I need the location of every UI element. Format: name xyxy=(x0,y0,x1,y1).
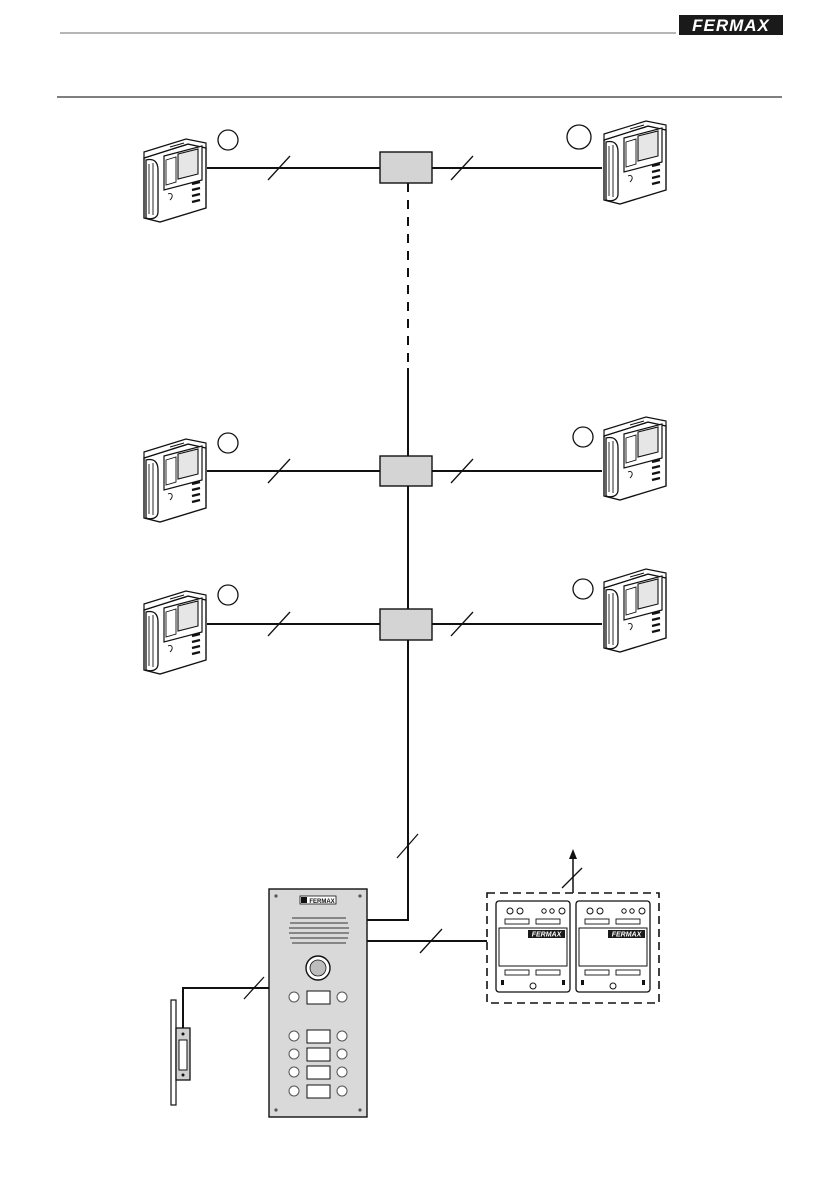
floor-wire-marks xyxy=(268,156,473,636)
monitor-top-right xyxy=(604,121,666,204)
riser-segment-to-panel xyxy=(367,640,408,920)
power-supply-1: FERMAX xyxy=(496,901,570,992)
door-frame-post xyxy=(171,1000,176,1105)
distributor-low xyxy=(380,609,432,640)
monitor-top-left xyxy=(144,139,206,222)
power-supply-2-logo: FERMAX xyxy=(612,932,643,939)
callout-top-right xyxy=(567,125,591,149)
callout-low-right xyxy=(573,579,593,599)
lock-wiring xyxy=(183,977,269,1028)
fermax-logo-text: FERMAX xyxy=(692,16,770,35)
door-panel-logo-text: FERMAX xyxy=(309,899,334,905)
callout-top-left xyxy=(218,130,238,150)
power-supply-2: FERMAX xyxy=(576,901,650,992)
monitor-low-left xyxy=(144,591,206,674)
door-panel: FERMAX xyxy=(269,889,367,1117)
riser-wiring xyxy=(367,183,418,920)
power-supply-1-logo: FERMAX xyxy=(532,932,563,939)
callout-mid-left xyxy=(218,433,238,453)
monitor-mid-right xyxy=(604,417,666,500)
wire-panel-to-lock xyxy=(183,988,269,1028)
floor-wiring xyxy=(207,168,602,624)
monitor-low-right xyxy=(604,569,666,652)
reference-circles xyxy=(218,125,593,605)
power-supply-enclosure: FERMAX FERMAX xyxy=(487,893,659,1003)
fermax-logo: FERMAX xyxy=(679,15,783,35)
distributors xyxy=(380,152,432,640)
distributor-top xyxy=(380,152,432,183)
electric-lock xyxy=(171,1000,190,1105)
distributor-mid xyxy=(380,456,432,486)
callout-low-left xyxy=(218,585,238,605)
push-button xyxy=(307,991,330,1004)
monitor-mid-left xyxy=(144,439,206,522)
callout-mid-right xyxy=(573,427,593,447)
mains-arrow-icon xyxy=(569,849,577,859)
